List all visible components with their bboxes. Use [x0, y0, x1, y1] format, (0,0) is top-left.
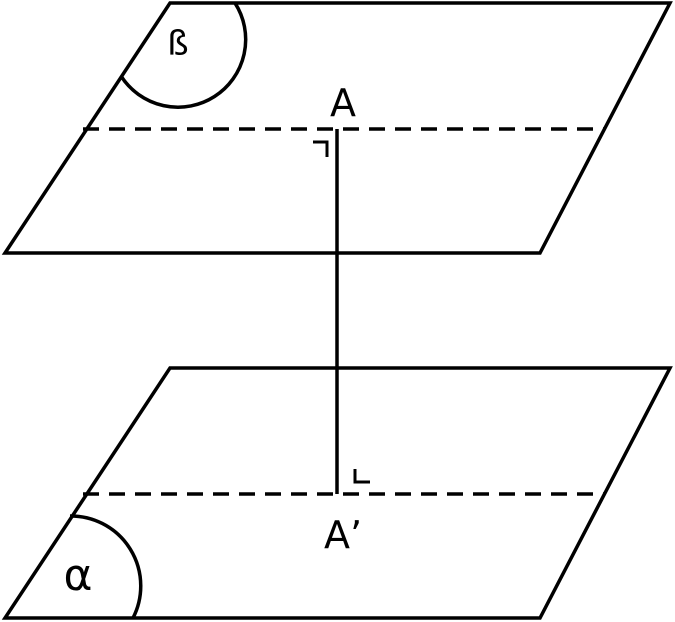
label-point-a-prime: A’ [324, 513, 362, 557]
plane-beta [1, 1, 673, 255]
plane-alpha-angle-arc [69, 514, 143, 619]
label-alpha: α [63, 550, 92, 601]
right-angle-marker-top [313, 140, 329, 157]
plane-beta-angle-arc [119, 2, 248, 109]
plane-alpha [1, 366, 673, 620]
label-point-a: A [330, 81, 356, 125]
label-beta: ß [167, 24, 188, 64]
right-angle-marker-bottom [353, 469, 370, 484]
